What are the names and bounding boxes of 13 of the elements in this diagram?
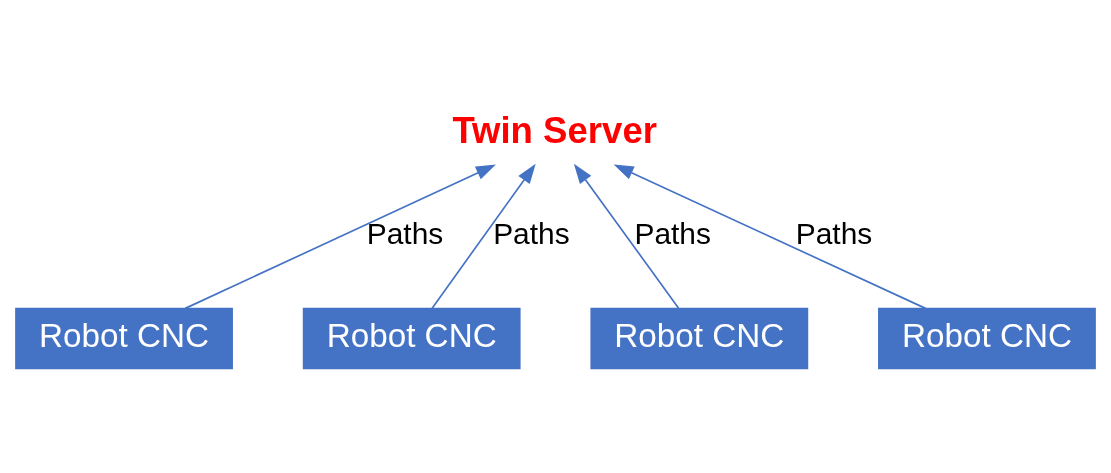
edge-label: Paths (366, 216, 444, 250)
node-box: Robot CNC (15, 307, 233, 369)
arrow (573, 163, 680, 309)
node-box: Robot CNC (302, 307, 521, 369)
edge-label: Paths (493, 216, 570, 250)
arrow (431, 163, 536, 309)
edge-label: Paths (795, 216, 873, 250)
arrow (184, 163, 496, 309)
node-box: Robot CNC (590, 307, 809, 369)
edge-label: Paths (634, 216, 711, 250)
arrow (613, 163, 927, 309)
node-text: Twin Server (452, 109, 657, 151)
node-box: Robot CNC (878, 307, 1096, 369)
